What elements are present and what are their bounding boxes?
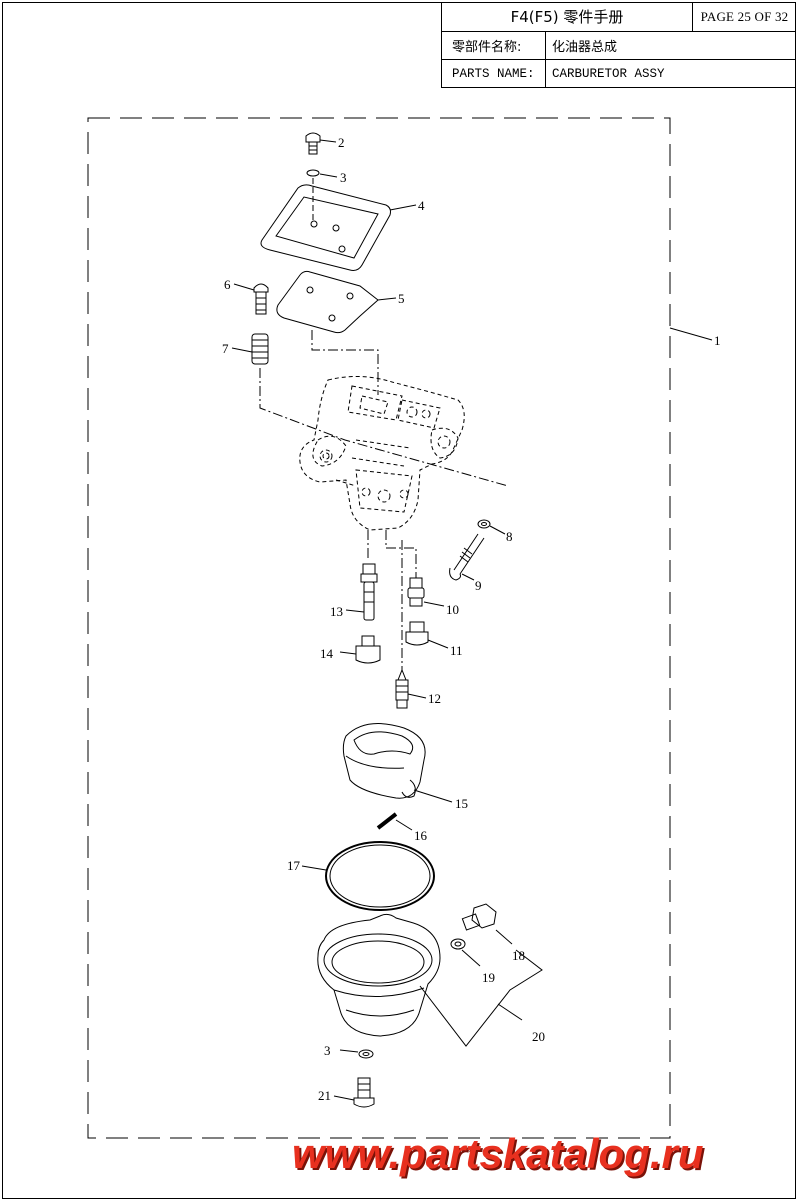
spring-part-7 <box>231 333 269 365</box>
callout-5: 5 <box>398 291 405 306</box>
parts-name-cn-label: 零部件名称: <box>442 32 546 59</box>
washer-part-3-bottom <box>358 1049 374 1059</box>
callout-9: 9 <box>475 578 482 593</box>
parts-name-en-value: CARBURETOR ASSY <box>552 66 665 81</box>
jet-part-10 <box>407 577 445 607</box>
main-jet-part-14 <box>339 635 381 664</box>
callout-4: 4 <box>418 198 425 213</box>
callout-3-top: 3 <box>340 170 347 185</box>
gasket-part-5 <box>276 270 397 334</box>
callout-19: 19 <box>482 970 495 985</box>
drain-gasket-part-19 <box>450 938 466 950</box>
title-block: F4(F5) 零件手册 PAGE 25 OF 32 零部件名称: 化油器总成 P… <box>441 2 796 88</box>
carburetor-body <box>299 375 465 531</box>
parts-name-cn-row: 零部件名称: 化油器总成 <box>442 32 796 60</box>
screw-part-6 <box>233 283 269 315</box>
cover-part-4 <box>260 178 417 271</box>
callout-10: 10 <box>446 602 459 617</box>
page-number: PAGE 25 OF 32 <box>700 8 789 24</box>
callout-12: 12 <box>428 691 441 706</box>
model-title: F4(F5) 零件手册 <box>442 2 693 31</box>
o-ring-part-17 <box>325 841 435 911</box>
title-row: F4(F5) 零件手册 PAGE 25 OF 32 <box>442 2 796 32</box>
assembly-boundary <box>87 117 671 1139</box>
callout-15: 15 <box>455 796 468 811</box>
callout-17: 17 <box>287 858 301 873</box>
callout-13: 13 <box>330 604 343 619</box>
parts-name-cn-value: 化油器总成 <box>552 40 618 55</box>
callout-11: 11 <box>450 643 463 658</box>
washer-part-8 <box>477 519 491 529</box>
callout-7: 7 <box>222 341 229 356</box>
parts-name-en-label: PARTS NAME: <box>442 60 546 87</box>
jet-holder-part-11 <box>405 621 449 649</box>
callout-2: 2 <box>338 135 345 150</box>
float-part-15 <box>342 723 453 803</box>
parts-name-en-row: PARTS NAME: CARBURETOR ASSY <box>442 60 796 87</box>
screw-part-2 <box>305 132 337 155</box>
callout-18: 18 <box>512 948 525 963</box>
watermark-text: www.partskatalog.ru <box>292 1130 704 1177</box>
washer-part-3-top <box>306 169 320 177</box>
callout-16: 16 <box>414 828 428 843</box>
callout-3-bottom: 3 <box>324 1043 331 1058</box>
emulsion-tube-part-13 <box>345 563 378 621</box>
callout-1: 1 <box>714 333 721 348</box>
drain-screw-part-18 <box>461 903 513 945</box>
callout-8: 8 <box>506 529 513 544</box>
callout-20: 20 <box>532 1029 545 1044</box>
callout-21: 21 <box>318 1088 331 1103</box>
callout-6: 6 <box>224 277 231 292</box>
callout-14: 14 <box>320 646 334 661</box>
float-chamber-part-20 <box>317 913 441 1037</box>
screw-part-21 <box>333 1077 375 1108</box>
needle-valve-part-12 <box>395 668 427 709</box>
needle-screw-part-9 <box>449 533 485 581</box>
pin-part-16 <box>376 812 398 830</box>
